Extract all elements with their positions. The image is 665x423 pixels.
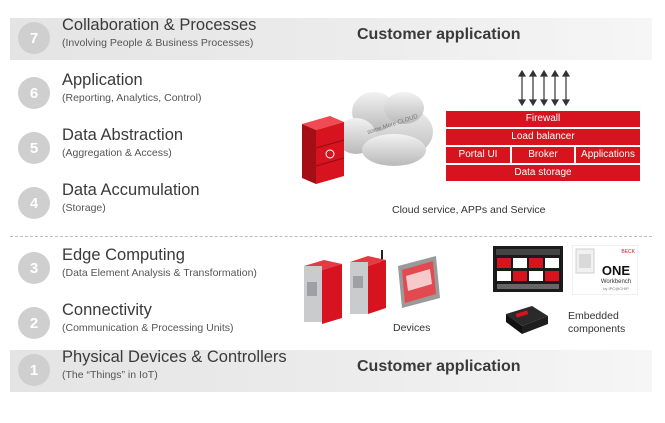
- layer-7: 7 Collaboration & Processes (Involving P…: [0, 12, 665, 66]
- layer-band: [10, 350, 652, 392]
- layer-4: 4 Data Accumulation (Storage): [0, 177, 665, 231]
- cloud-caption: Cloud service, APPs and Service: [392, 204, 546, 216]
- embedded-caption-line-2: components: [568, 323, 626, 335]
- service-row: Portal UI Broker Applications: [446, 147, 640, 163]
- bidirectional-arrows-icon: [518, 70, 570, 106]
- workbench-byline: by IPC@CHIP: [603, 286, 629, 291]
- workbench-title: ONE: [602, 263, 631, 278]
- layer-number-badge: 1: [18, 354, 50, 386]
- layer-title: Connectivity: [62, 301, 152, 319]
- layer-number-badge: 3: [18, 252, 50, 284]
- layer-title: Data Accumulation: [62, 181, 200, 199]
- layer-number-badge: 7: [18, 22, 50, 54]
- layer-1: 1 Physical Devices & Controllers (The “T…: [0, 344, 665, 398]
- layer-subtitle: (Reporting, Analytics, Control): [62, 92, 202, 104]
- workbench-subtitle: Workbench: [601, 279, 631, 285]
- layer-title: Application: [62, 71, 143, 89]
- applications-block: Applications: [576, 147, 640, 163]
- firewall-block: Firewall: [446, 111, 640, 127]
- layer-subtitle: (Involving People & Business Processes): [62, 37, 254, 49]
- devices-caption: Devices: [393, 322, 431, 334]
- layer-title: Physical Devices & Controllers: [62, 348, 287, 366]
- cloud-service-stack: Firewall Load balancer Portal UI Broker …: [446, 111, 640, 183]
- software-screenshot-image: [493, 246, 563, 292]
- load-balancer-block: Load balancer: [446, 129, 640, 145]
- layer-subtitle: (Data Element Analysis & Transformation): [62, 267, 257, 279]
- layer-subtitle: (The “Things” in IoT): [62, 369, 158, 381]
- server-icon: [302, 116, 345, 184]
- layer-subtitle: (Aggregation & Access): [62, 147, 172, 159]
- layer-title: Data Abstraction: [62, 126, 184, 144]
- data-storage-block: Data storage: [446, 165, 640, 181]
- workbench-logo: BECK ONE Workbench by IPC@CHIP: [572, 245, 638, 295]
- layer-6: 6 Application (Reporting, Analytics, Con…: [0, 67, 665, 121]
- workbench-brand: BECK: [621, 249, 635, 255]
- customer-application-banner-top: Customer application: [357, 26, 521, 43]
- layer-2: 2 Connectivity (Communication & Processi…: [0, 297, 665, 351]
- layer-title: Collaboration & Processes: [62, 16, 257, 34]
- layer-band: [10, 18, 652, 60]
- embedded-caption-line-1: Embedded: [568, 310, 619, 322]
- portal-ui-block: Portal UI: [446, 147, 510, 163]
- customer-application-banner-bottom: Customer application: [357, 358, 521, 375]
- broker-block: Broker: [512, 147, 574, 163]
- layer-subtitle: (Storage): [62, 202, 106, 214]
- layer-subtitle: (Communication & Processing Units): [62, 322, 234, 334]
- layer-number-badge: 4: [18, 187, 50, 219]
- cloud-edge-divider: [10, 236, 652, 237]
- embedded-chip-icon: [506, 306, 548, 334]
- devices-illustration: [304, 250, 440, 324]
- layer-number-badge: 5: [18, 132, 50, 164]
- layer-title: Edge Computing: [62, 246, 185, 264]
- cloud-server-illustration: some.More CLOUD: [302, 92, 433, 184]
- cloud-icon: some.More CLOUD: [336, 92, 433, 166]
- layer-number-badge: 2: [18, 307, 50, 339]
- layer-3: 3 Edge Computing (Data Element Analysis …: [0, 242, 665, 296]
- embedded-components-caption: Embedded components: [568, 310, 625, 336]
- panel-display-icon: [398, 256, 440, 308]
- router-device-icon: [350, 250, 386, 314]
- gateway-device-icon: [304, 260, 342, 324]
- layer-number-badge: 6: [18, 77, 50, 109]
- layer-5: 5 Data Abstraction (Aggregation & Access…: [0, 122, 665, 176]
